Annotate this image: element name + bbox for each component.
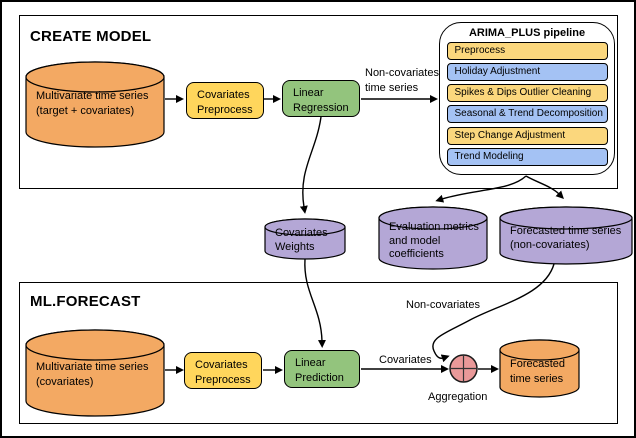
linear-prediction-label: Linear Prediction bbox=[295, 357, 344, 384]
forecast-output-label: Forecasted time series bbox=[510, 358, 566, 385]
covariates-weights-label: Covariates Weights bbox=[275, 227, 328, 253]
pipeline-step-spikes-dips: Spikes & Dips Outlier Cleaning bbox=[446, 84, 608, 103]
evaluation-metrics-label: Evaluation metrics and model coefficient… bbox=[389, 221, 479, 260]
linear-prediction-box: Linear Prediction bbox=[284, 350, 360, 388]
linear-regression-label: Linear Regression bbox=[293, 87, 349, 114]
pipeline-step-seasonal-trend: Seasonal & Trend Decomposition bbox=[446, 105, 608, 124]
covariates-preprocess-train-box: Covariates Preprocess bbox=[186, 82, 264, 119]
multivariate-train-label: Multivariate time series (target + covar… bbox=[36, 90, 149, 117]
arima-plus-pipeline-container: ARIMA_PLUS pipeline Preprocess Holiday A… bbox=[439, 22, 615, 175]
multivariate-forecast-label: Multivariate time series (covariates) bbox=[36, 361, 149, 388]
covariates-flow-label: Covariates bbox=[379, 354, 432, 366]
noncov-series-flow-label: Non-covariates time series bbox=[365, 67, 439, 94]
covariates-preprocess-forecast-box: Covariates Preprocess bbox=[184, 352, 262, 389]
covariates-preprocess-train-label: Covariates Preprocess bbox=[197, 89, 253, 116]
arima-plus-pipeline-title: ARIMA_PLUS pipeline bbox=[468, 27, 586, 39]
forecast-noncov-label: Forecasted time series (non-covariates) bbox=[510, 225, 622, 251]
pipeline-step-preprocess: Preprocess bbox=[446, 41, 608, 60]
covariates-preprocess-forecast-label: Covariates Preprocess bbox=[195, 359, 251, 386]
ml-forecast-title: ML.FORECAST bbox=[30, 293, 141, 310]
aggregation-label: Aggregation bbox=[428, 391, 488, 403]
create-model-title: CREATE MODEL bbox=[30, 28, 152, 45]
pipeline-step-trend-modeling: Trend Modeling bbox=[446, 148, 608, 166]
pipeline-step-step-change: Step Change Adjustment bbox=[446, 126, 608, 145]
linear-regression-box: Linear Regression bbox=[282, 80, 360, 117]
pipeline-step-holiday-adjustment: Holiday Adjustment bbox=[446, 62, 608, 81]
non-covariates-flow-label: Non-covariates bbox=[406, 299, 480, 311]
